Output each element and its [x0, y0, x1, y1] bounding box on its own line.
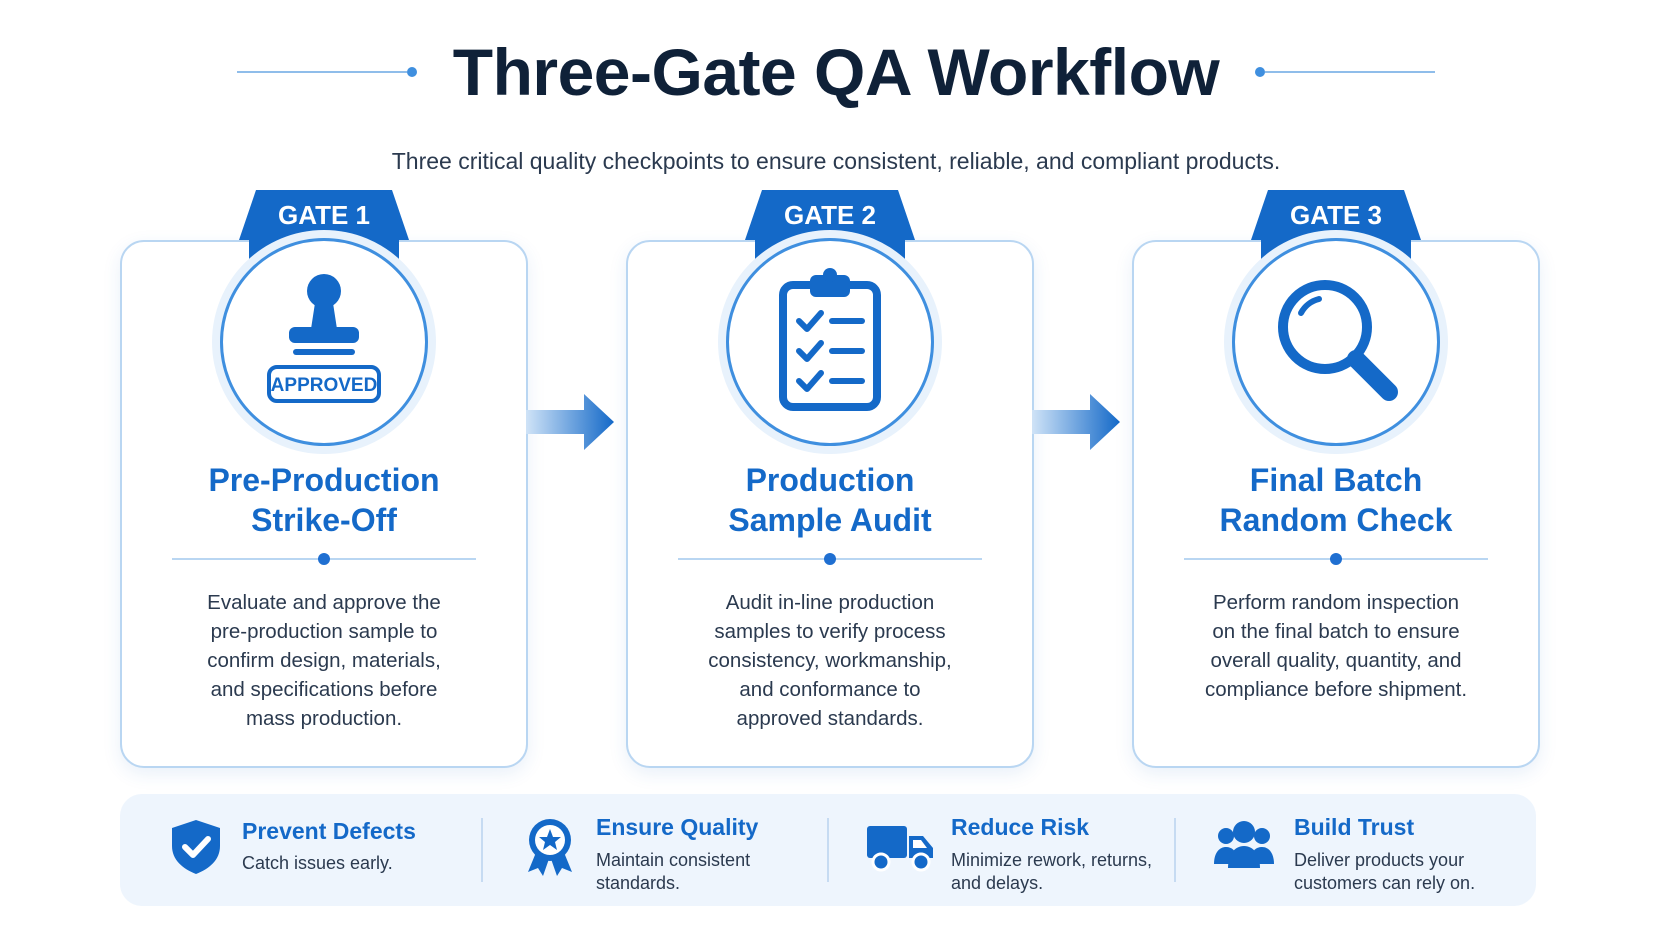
benefits-strip: Prevent Defects Catch issues early. Ensu… [120, 794, 1536, 906]
benefit-reduce-risk: Reduce Risk Minimize rework, returns, an… [865, 794, 1185, 906]
benefit-title: Ensure Quality [596, 814, 759, 840]
description-line: samples to verify process [714, 620, 946, 643]
description-line: and specifications before [210, 678, 438, 701]
benefit-text: Deliver products your customers can rely… [1294, 849, 1524, 895]
title-decoration-left [236, 67, 417, 77]
award-ribbon-icon [528, 819, 572, 876]
page-subtitle: Three critical quality checkpoints to en… [391, 148, 1281, 174]
title-row: Three-Gate QA Workflow [0, 32, 1672, 112]
stamp-text: APPROVED [271, 375, 378, 396]
decoration-line [1265, 71, 1436, 73]
benefit-title: Prevent Defects [242, 818, 416, 844]
benefit-text-line: and delays. [951, 873, 1044, 893]
gate-title-line: Pre-Production [208, 462, 440, 498]
gate-icon-circle-3 [1232, 238, 1440, 446]
benefit-text: Maintain consistent standards. [596, 849, 816, 895]
benefit-text-line: customers can rely on. [1294, 873, 1476, 893]
magnifying-glass-icon [1278, 280, 1398, 401]
description-line: confirm design, materials, [207, 649, 441, 672]
gate-title-line: Random Check [1219, 502, 1453, 538]
gate-description-2: Audit in-line production samples to veri… [680, 588, 980, 733]
benefit-text-line: Deliver products your [1294, 850, 1465, 870]
flow-arrow-icon [1032, 394, 1120, 450]
description-line: Audit in-line production [725, 591, 935, 614]
gate-description-3: Perform random inspection on the final b… [1186, 588, 1486, 704]
gate-title-line: Strike-Off [251, 502, 397, 538]
gate-title-line: Final Batch [1249, 462, 1423, 498]
people-group-icon [1214, 821, 1274, 868]
header: Three-Gate QA Workflow Three critical qu… [0, 32, 1672, 175]
description-line: Evaluate and approve the [207, 591, 441, 614]
gate-tab-2: GATE 2 [745, 190, 915, 240]
benefit-title: Reduce Risk [951, 814, 1090, 840]
benefit-separator [481, 818, 483, 882]
benefit-text: Minimize rework, returns, and delays. [951, 849, 1181, 895]
title-decoration-right [1255, 67, 1436, 77]
description-line: pre-production sample to [210, 620, 438, 643]
benefit-separator [827, 818, 829, 882]
description-line: on the final batch to ensure [1212, 620, 1460, 643]
description-line: compliance before shipment. [1204, 678, 1468, 701]
delivery-truck-icon [867, 826, 933, 872]
description-line: Perform random inspection [1212, 591, 1460, 614]
gate-title-1: Pre-Production Strike-Off [120, 460, 528, 540]
benefit-text-line: Catch issues early. [242, 853, 393, 873]
decoration-line [236, 71, 407, 73]
decoration-dot [406, 67, 417, 77]
gate-title-2: Production Sample Audit [626, 460, 1034, 540]
gate-title-line: Sample Audit [728, 502, 932, 538]
benefit-separator [1174, 818, 1176, 882]
description-line: consistency, workmanship, [708, 649, 952, 672]
benefit-text-line: Maintain consistent [596, 850, 751, 870]
gate-title-3: Final Batch Random Check [1132, 460, 1540, 540]
shield-check-icon [172, 820, 220, 874]
benefit-title: Build Trust [1294, 814, 1415, 840]
flow-arrow-icon [526, 394, 614, 450]
gate-tab-1: GATE 1 [239, 190, 409, 240]
gate-icon-circle-2 [726, 238, 934, 446]
description-line: overall quality, quantity, and [1210, 649, 1462, 672]
benefit-text-line: Minimize rework, returns, [951, 850, 1153, 870]
benefit-build-trust: Build Trust Deliver products your custom… [1212, 794, 1532, 906]
benefit-text-line: standards. [596, 873, 681, 893]
gate-description-1: Evaluate and approve the pre-production … [174, 588, 474, 733]
benefit-text: Catch issues early. [242, 852, 462, 875]
gate-divider-dot-2 [824, 553, 836, 565]
benefit-ensure-quality: Ensure Quality Maintain consistent stand… [520, 794, 820, 906]
page-title: Three-Gate QA Workflow [452, 35, 1220, 109]
approved-stamp-icon: APPROVED [267, 274, 381, 403]
gate-divider-dot-3 [1330, 553, 1342, 565]
checklist-clipboard-icon [779, 268, 881, 411]
description-line: mass production. [245, 707, 403, 730]
gate-title-line: Production [745, 462, 915, 498]
gate-tab-3: GATE 3 [1251, 190, 1421, 240]
description-line: approved standards. [736, 707, 924, 730]
description-line: and conformance to [739, 678, 921, 701]
gate-divider-dot-1 [318, 553, 330, 565]
decoration-dot [1255, 67, 1266, 77]
benefit-prevent-defects: Prevent Defects Catch issues early. [166, 794, 466, 906]
gate-icon-circle-1: APPROVED [220, 238, 428, 446]
